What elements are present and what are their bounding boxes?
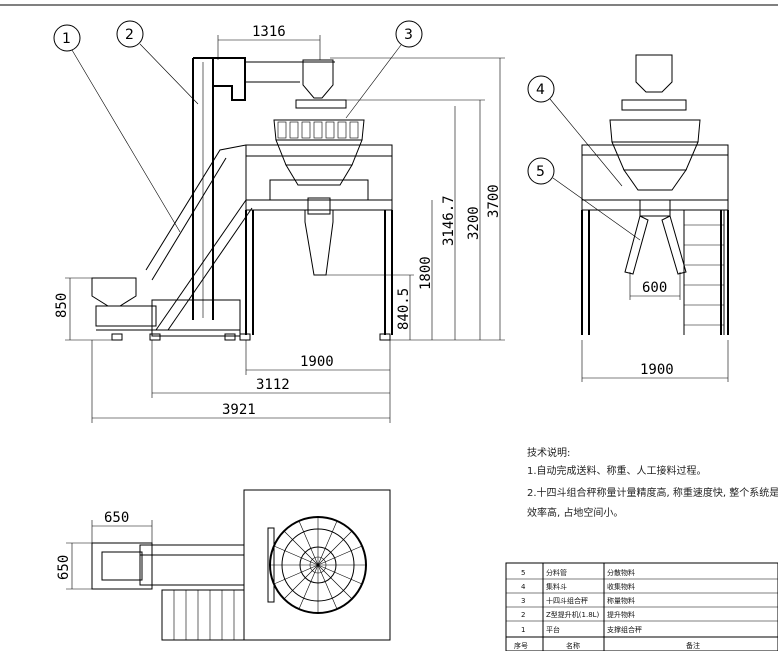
- platform-legs: [245, 210, 393, 335]
- plan-weigher-spokes: [270, 517, 366, 613]
- balloon-3: 3: [345, 20, 423, 119]
- row-1-name: 平台: [546, 625, 560, 634]
- dim-1800: 1800: [418, 256, 434, 290]
- side-deck: [581, 199, 729, 211]
- row-2-remark: 提升物料: [607, 610, 635, 619]
- row-1-remark: 支撑组合秤: [607, 625, 642, 634]
- side-ladder: [683, 210, 725, 335]
- dim-3146-7: 3146.7: [441, 195, 457, 246]
- balloon-1: 1: [53, 24, 181, 233]
- balloon-2: 2: [116, 20, 199, 105]
- dim-600: 600: [642, 280, 667, 296]
- dimension-lines: [65, 35, 729, 590]
- row-3-no: 3: [521, 597, 525, 605]
- dim-3700: 3700: [486, 184, 502, 218]
- row-4-name: 集料斗: [546, 582, 567, 591]
- row-5-remark: 分散物料: [607, 568, 635, 577]
- discharge-chute: [304, 209, 334, 276]
- stair-stringer: [155, 199, 247, 331]
- top-cone: [302, 59, 334, 99]
- row-3-name: 十四斗组合秤: [546, 596, 588, 605]
- row-4-remark: 收集物料: [607, 582, 635, 591]
- dim-1900-left: 1900: [300, 354, 334, 370]
- row-5-no: 5: [521, 569, 525, 577]
- row-2-no: 2: [521, 611, 525, 619]
- svg-text:5: 5: [536, 164, 545, 180]
- header-no: 序号: [514, 641, 528, 650]
- svg-text:1: 1: [62, 31, 71, 47]
- feed-hopper: [91, 277, 137, 307]
- dim-1900-right: 1900: [640, 362, 674, 378]
- row-5-name: 分料管: [546, 568, 567, 577]
- row-3-remark: 称量物料: [607, 596, 635, 605]
- split-chute-right: [661, 215, 687, 275]
- row-2-name: Z型提升机(1.8L): [546, 610, 600, 619]
- platform-deck: [245, 199, 393, 211]
- header-remark: 备注: [686, 641, 700, 650]
- side-rail: [581, 144, 729, 156]
- dim-1316: 1316: [252, 24, 286, 40]
- row-4-no: 4: [521, 583, 526, 591]
- dim-650-vertical: 650: [56, 555, 72, 580]
- svg-text:3: 3: [404, 27, 413, 43]
- header-name: 名称: [566, 641, 580, 650]
- plan-conveyor: [139, 544, 245, 586]
- dim-840-5: 840.5: [396, 288, 412, 330]
- weigher-buckets: [277, 121, 359, 139]
- balloon-5: 5: [527, 157, 641, 241]
- weigher-top: [295, 99, 347, 109]
- notes-title: 技术说明:: [527, 446, 570, 459]
- notes-line-2: 2.十四斗组合秤称量计量精度高, 称重速度快, 整个系统是闭环: [527, 486, 778, 499]
- elevator-column: [192, 57, 246, 320]
- balloon-4: 4: [527, 75, 623, 187]
- parts-table: 5 分料管 分散物料 4 集料斗 收集物料 3 十四斗组合秤 称量物料 2 Z型…: [505, 562, 778, 651]
- side-legs: [581, 210, 729, 335]
- svg-text:4: 4: [536, 82, 545, 98]
- notes-line-1: 1.自动完成送料、称重、人工接料过程。: [527, 464, 707, 477]
- handrail: [145, 144, 247, 271]
- platform-rail: [245, 144, 393, 157]
- side-view: [581, 54, 729, 335]
- dim-3200: 3200: [466, 206, 482, 240]
- plan-hopper: [91, 542, 153, 590]
- front-view: [91, 57, 393, 341]
- plan-view: [91, 489, 391, 641]
- dim-650-horizontal: 650: [104, 510, 129, 526]
- dim-3921: 3921: [222, 402, 256, 418]
- weigher-frame: [269, 179, 369, 201]
- notes-line-3: 效率高, 占地空间小。: [527, 506, 623, 519]
- split-chute-left: [624, 215, 649, 275]
- svg-text:2: 2: [125, 27, 134, 43]
- dim-3112: 3112: [256, 377, 290, 393]
- side-top-cone: [635, 54, 673, 93]
- dim-850: 850: [54, 293, 70, 318]
- row-1-no: 1: [521, 626, 525, 634]
- plan-stairs: [161, 589, 245, 641]
